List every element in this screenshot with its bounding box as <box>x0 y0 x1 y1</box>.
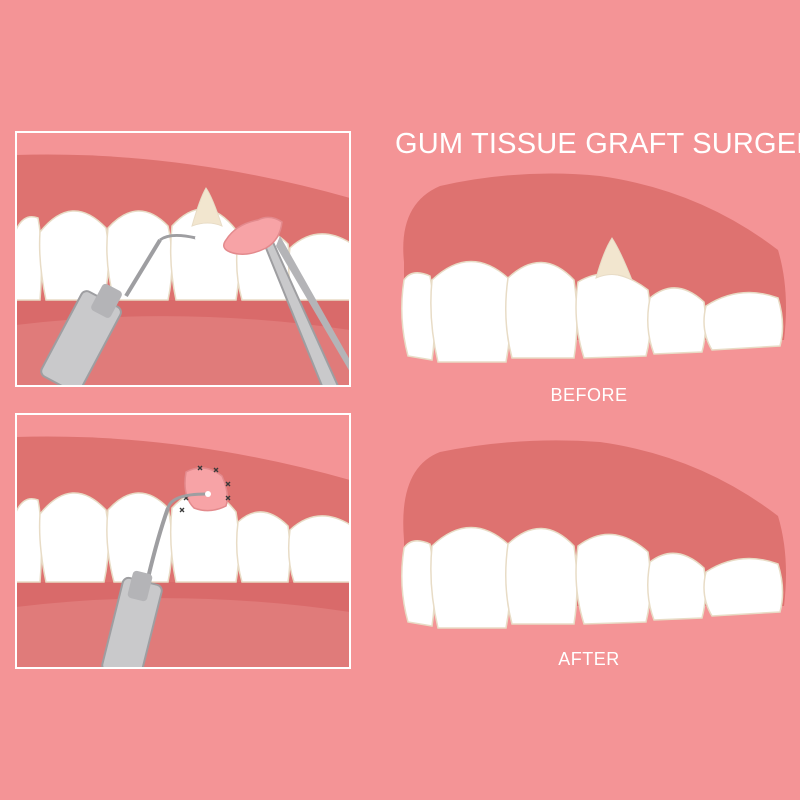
exposed-root <box>191 187 223 227</box>
gum-graft-icon <box>184 467 229 512</box>
tooth <box>575 533 652 625</box>
teeth-row <box>401 526 784 629</box>
exposed-root <box>595 237 633 282</box>
tooth <box>38 210 110 301</box>
tooth <box>287 233 350 301</box>
tooth <box>401 540 436 627</box>
lower-gum <box>16 598 350 668</box>
tooth <box>401 272 436 361</box>
gum-graft-icon <box>223 216 283 255</box>
tooth <box>16 498 43 583</box>
tooth <box>287 515 350 583</box>
tooth <box>703 557 784 617</box>
jaw-before <box>401 173 786 363</box>
tooth <box>38 492 110 583</box>
teeth-row <box>16 490 350 583</box>
panel-frame <box>15 413 351 669</box>
tooth <box>235 511 291 583</box>
dental-probe-icon <box>101 491 211 668</box>
tooth <box>106 492 173 583</box>
panel-graft-placement <box>16 132 350 386</box>
tooth <box>505 261 578 359</box>
after-label: AFTER <box>558 649 620 669</box>
tooth <box>106 210 173 301</box>
page-title: GUM TISSUE GRAFT SURGERY <box>395 128 800 160</box>
tooth <box>505 527 578 625</box>
tooth <box>647 287 707 355</box>
teeth-row <box>401 260 784 363</box>
before-label: BEFORE <box>550 385 628 405</box>
tooth <box>575 272 652 359</box>
panel-frame <box>15 131 351 387</box>
teeth-row <box>16 208 350 301</box>
tooth <box>430 260 512 363</box>
jaw-after <box>401 440 786 629</box>
tooth <box>703 291 784 351</box>
panel-graft-sutured <box>16 414 350 668</box>
tooth <box>16 216 43 301</box>
dental-probe-icon <box>40 233 201 386</box>
tooth <box>647 552 707 621</box>
tooth <box>430 526 512 629</box>
